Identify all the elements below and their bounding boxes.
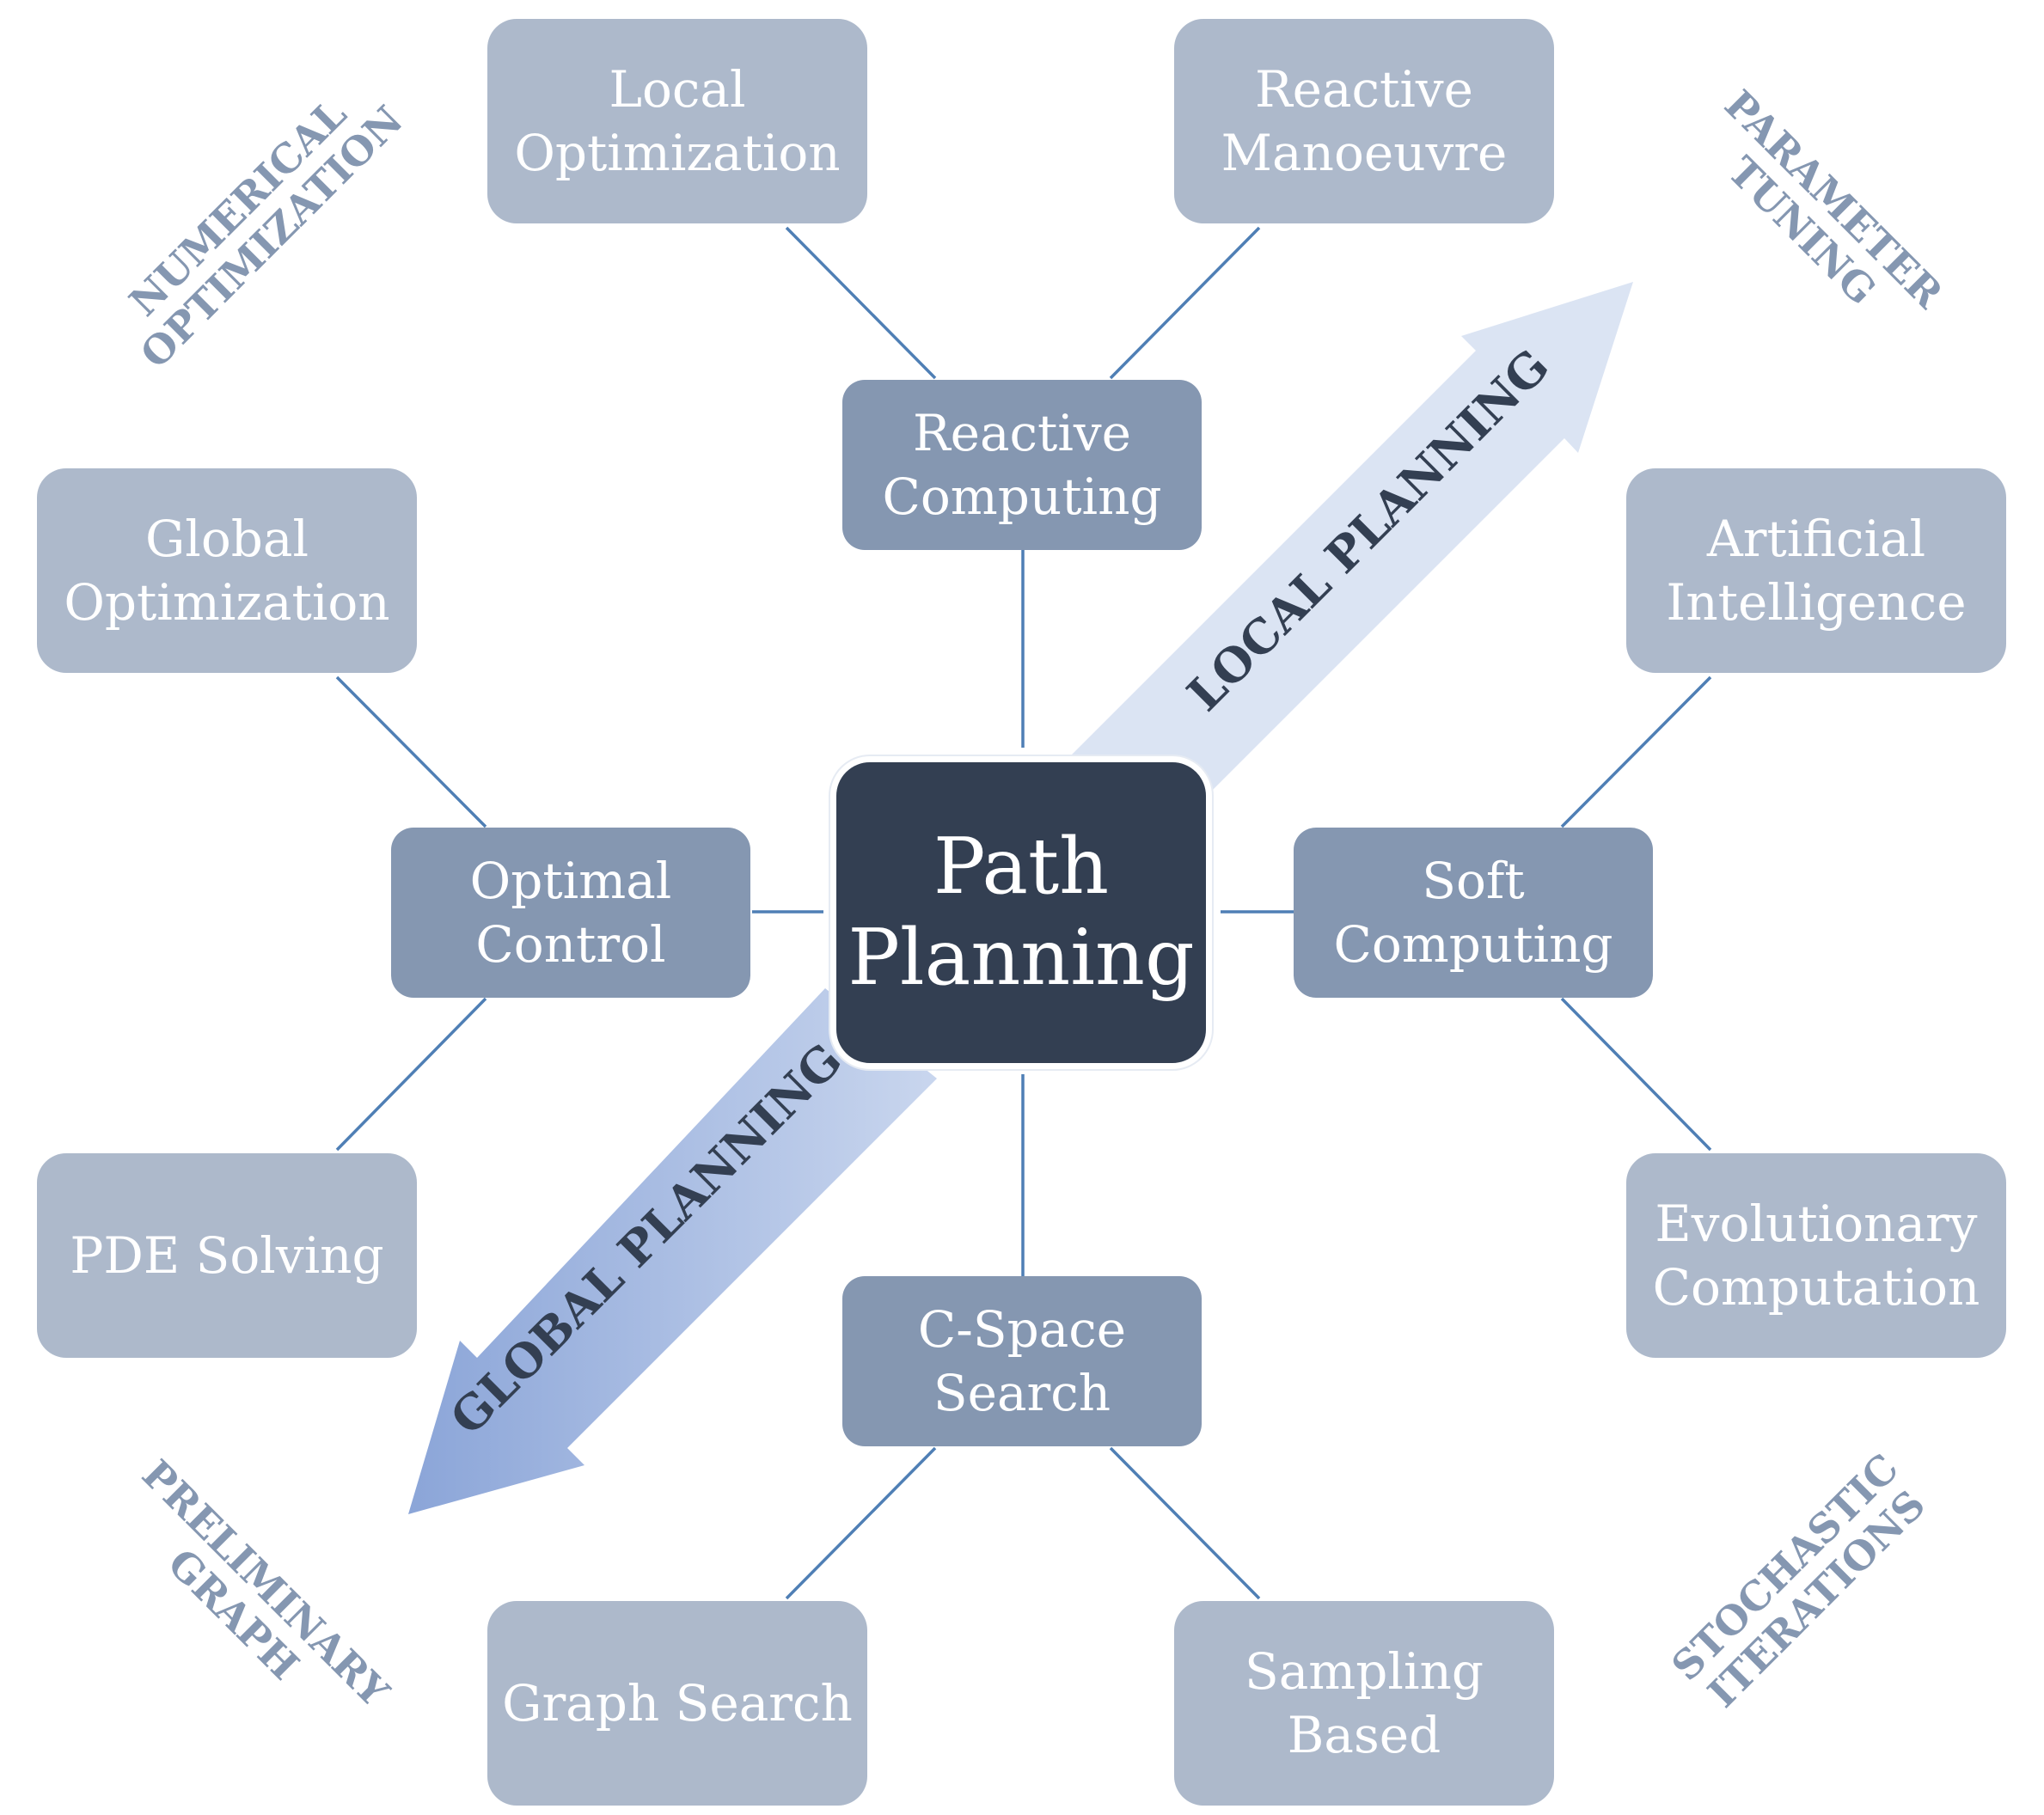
- connector-reactive-local: [785, 226, 937, 380]
- node-label: Evolutionary Computation: [1652, 1195, 1980, 1317]
- evolutionary-computation-node[interactable]: Evolutionary Computation: [1626, 1153, 2006, 1358]
- sampling-based-node[interactable]: Sampling Based: [1174, 1601, 1554, 1806]
- node-label: Sampling Based: [1244, 1642, 1484, 1764]
- node-label: Graph Search: [502, 1674, 853, 1732]
- node-label: PDE Solving: [70, 1226, 384, 1285]
- local-optimization-node[interactable]: Local Optimization: [487, 19, 867, 223]
- node-label: Local Optimization: [514, 60, 841, 182]
- connector-soft-ai: [1560, 675, 1712, 828]
- connector-cspace-sampling: [1109, 1446, 1261, 1600]
- node-label: Artificial Intelligence: [1666, 510, 1967, 632]
- connector-optimal-global: [335, 675, 487, 828]
- connector-soft-evolutionary: [1560, 997, 1712, 1152]
- center-label: Path Planning: [848, 822, 1195, 1003]
- global-planning-arrow: [408, 988, 937, 1514]
- node-label: Soft Computing: [1333, 852, 1613, 974]
- node-label: Reactive Computing: [882, 404, 1162, 526]
- c-space-search-node[interactable]: C-Space Search: [842, 1276, 1202, 1446]
- path-planning-center-node[interactable]: Path Planning: [830, 756, 1212, 1069]
- connector-cspace-graph: [785, 1446, 937, 1600]
- node-label: Reactive Manoeuvre: [1221, 60, 1508, 182]
- global-optimization-node[interactable]: Global Optimization: [37, 468, 417, 673]
- local-planning-arrow: [1070, 282, 1633, 795]
- pde-solving-node[interactable]: PDE Solving: [37, 1153, 417, 1358]
- local-planning-label: LOCAL PLANNING: [1177, 339, 1560, 722]
- reactive-manoeuvre-node[interactable]: Reactive Manoeuvre: [1174, 19, 1554, 223]
- connector-reactive-manoeuvre: [1109, 226, 1261, 380]
- global-planning-label: GLOBAL PLANNING: [439, 1032, 852, 1445]
- optimal-control-node[interactable]: Optimal Control: [391, 828, 750, 998]
- connectors: [335, 226, 1712, 1600]
- connector-optimal-pde: [335, 997, 487, 1152]
- reactive-computing-node[interactable]: Reactive Computing: [842, 380, 1202, 550]
- node-label: C-Space Search: [917, 1300, 1127, 1422]
- node-label: Global Optimization: [64, 510, 390, 632]
- artificial-intelligence-node[interactable]: Artificial Intelligence: [1626, 468, 2006, 673]
- soft-computing-node[interactable]: Soft Computing: [1294, 828, 1653, 998]
- node-label: Optimal Control: [469, 852, 672, 974]
- graph-search-node[interactable]: Graph Search: [487, 1601, 867, 1806]
